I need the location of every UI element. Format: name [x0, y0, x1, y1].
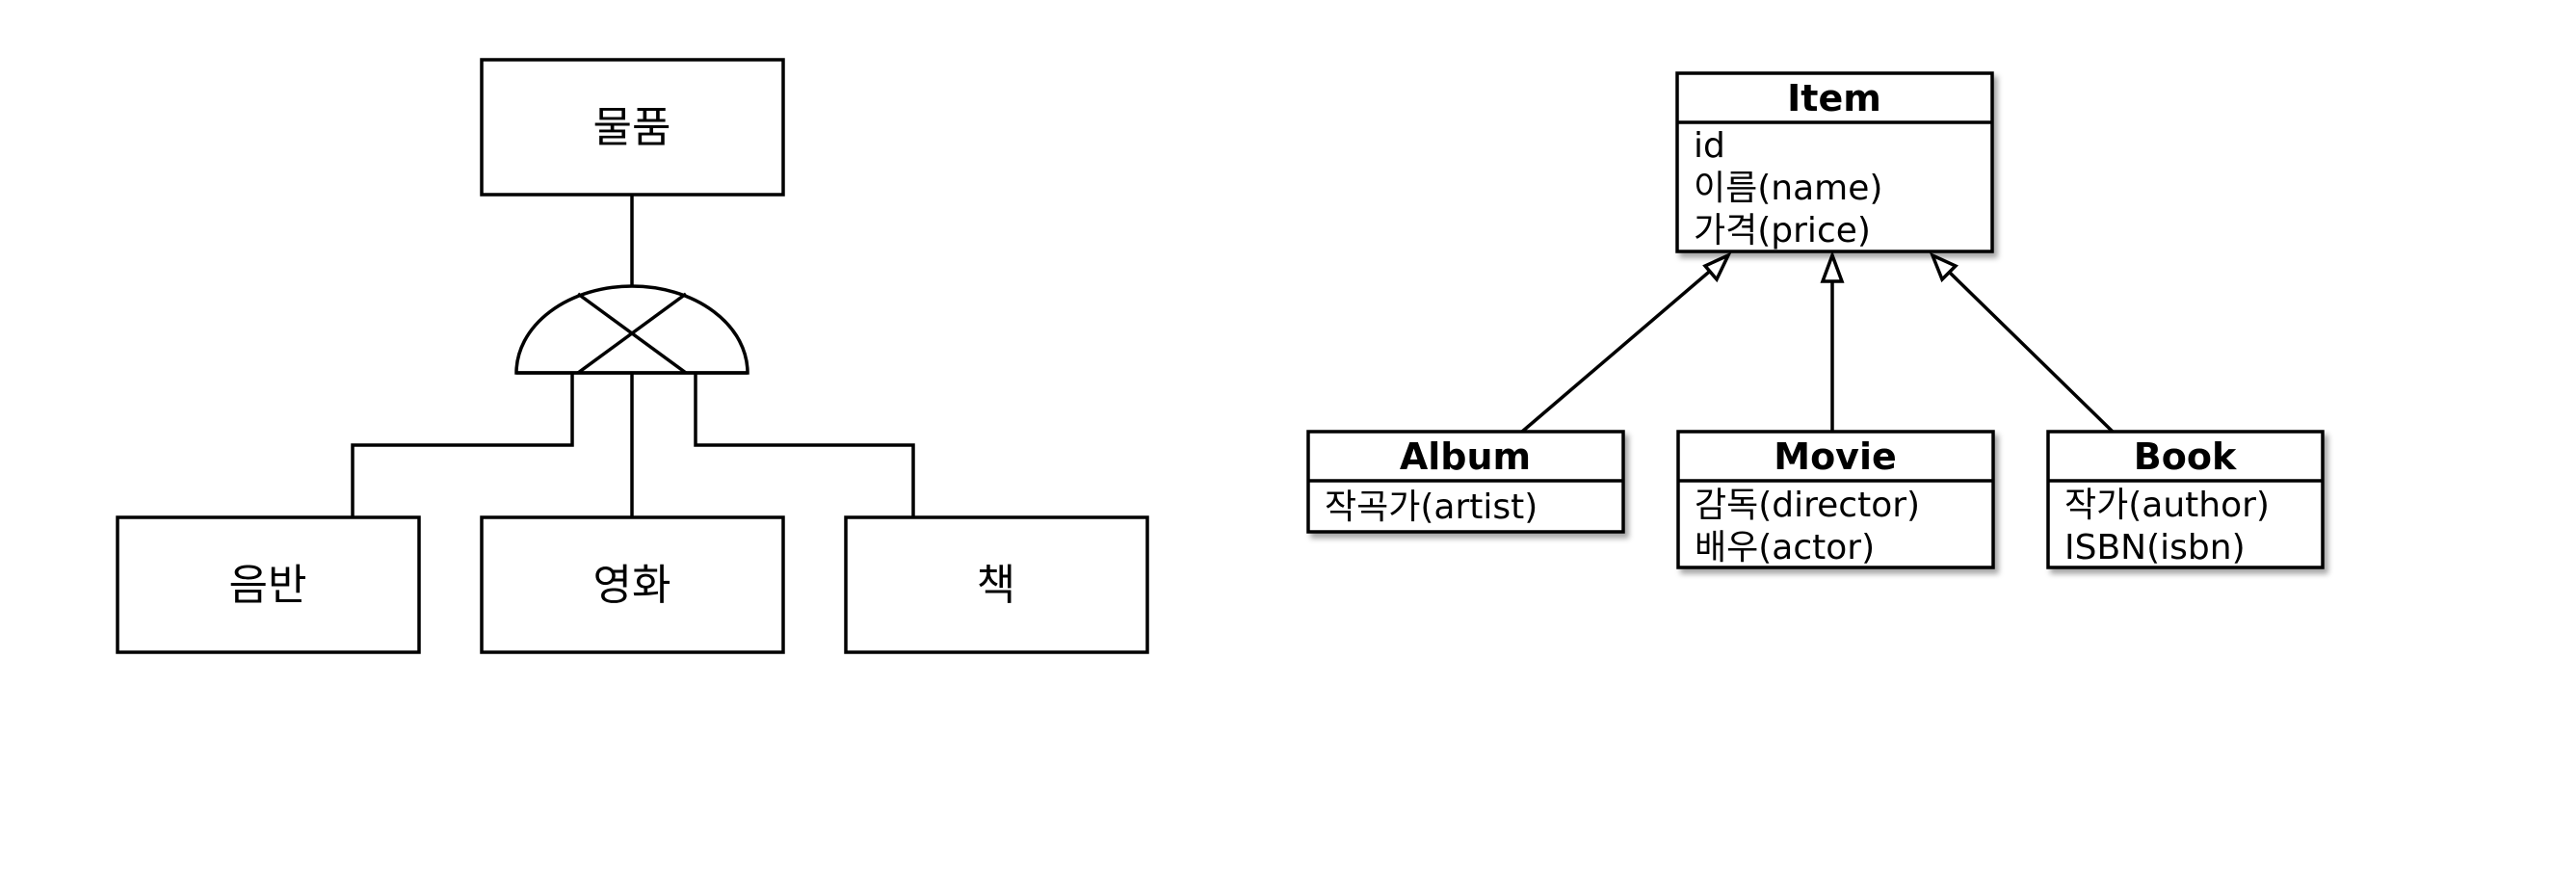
er-child-box-1 — [116, 515, 421, 654]
er-child-label-2: 영화 — [593, 561, 671, 610]
class-movie — [1676, 430, 1995, 569]
er-parent-box — [480, 58, 785, 197]
er-connector-child-1 — [351, 373, 574, 517]
er-parent-label: 물품 — [593, 103, 671, 152]
class-movie-title: Movie — [1774, 435, 1897, 478]
class-book-title: Book — [2134, 435, 2237, 478]
class-item-title: Item — [1787, 77, 1881, 119]
class-item — [1675, 71, 1994, 253]
class-movie-attr-2: 배우(actor) — [1695, 528, 1875, 567]
er-child-label-1: 음반 — [229, 561, 307, 610]
er-child-label-3: 책 — [977, 561, 1015, 610]
class-book — [2046, 430, 2325, 569]
class-diagram: Item id 이름(name) 가격(price) Album 작곡가(art… — [1306, 71, 2325, 569]
generalization-arrowhead-album — [1702, 251, 1732, 283]
class-item-attr-1: id — [1694, 126, 1725, 166]
class-book-attr-1: 작가(author) — [2064, 486, 2270, 525]
class-item-attr-3: 가격(price) — [1694, 211, 1871, 250]
er-connector-child-3 — [694, 373, 915, 517]
generalization-line-book — [1946, 269, 2115, 434]
class-movie-attr-1: 감독(director) — [1695, 486, 1920, 525]
class-album-attr-1: 작곡가(artist) — [1325, 488, 1538, 527]
class-item-attr-2: 이름(name) — [1694, 169, 1882, 208]
er-diagram: 물품 음반 영화 책 — [116, 58, 1149, 654]
er-child-box-2 — [480, 515, 785, 654]
generalization-arrowhead-book — [1929, 251, 1959, 283]
class-book-attr-2: ISBN(isbn) — [2064, 528, 2246, 567]
generalization-line-album — [1520, 260, 1722, 434]
subtype-symbol — [514, 284, 749, 375]
class-album — [1306, 430, 1625, 534]
er-child-box-3 — [844, 515, 1149, 654]
class-album-title: Album — [1400, 435, 1531, 478]
generalization-arrowhead-movie — [1820, 250, 1845, 283]
